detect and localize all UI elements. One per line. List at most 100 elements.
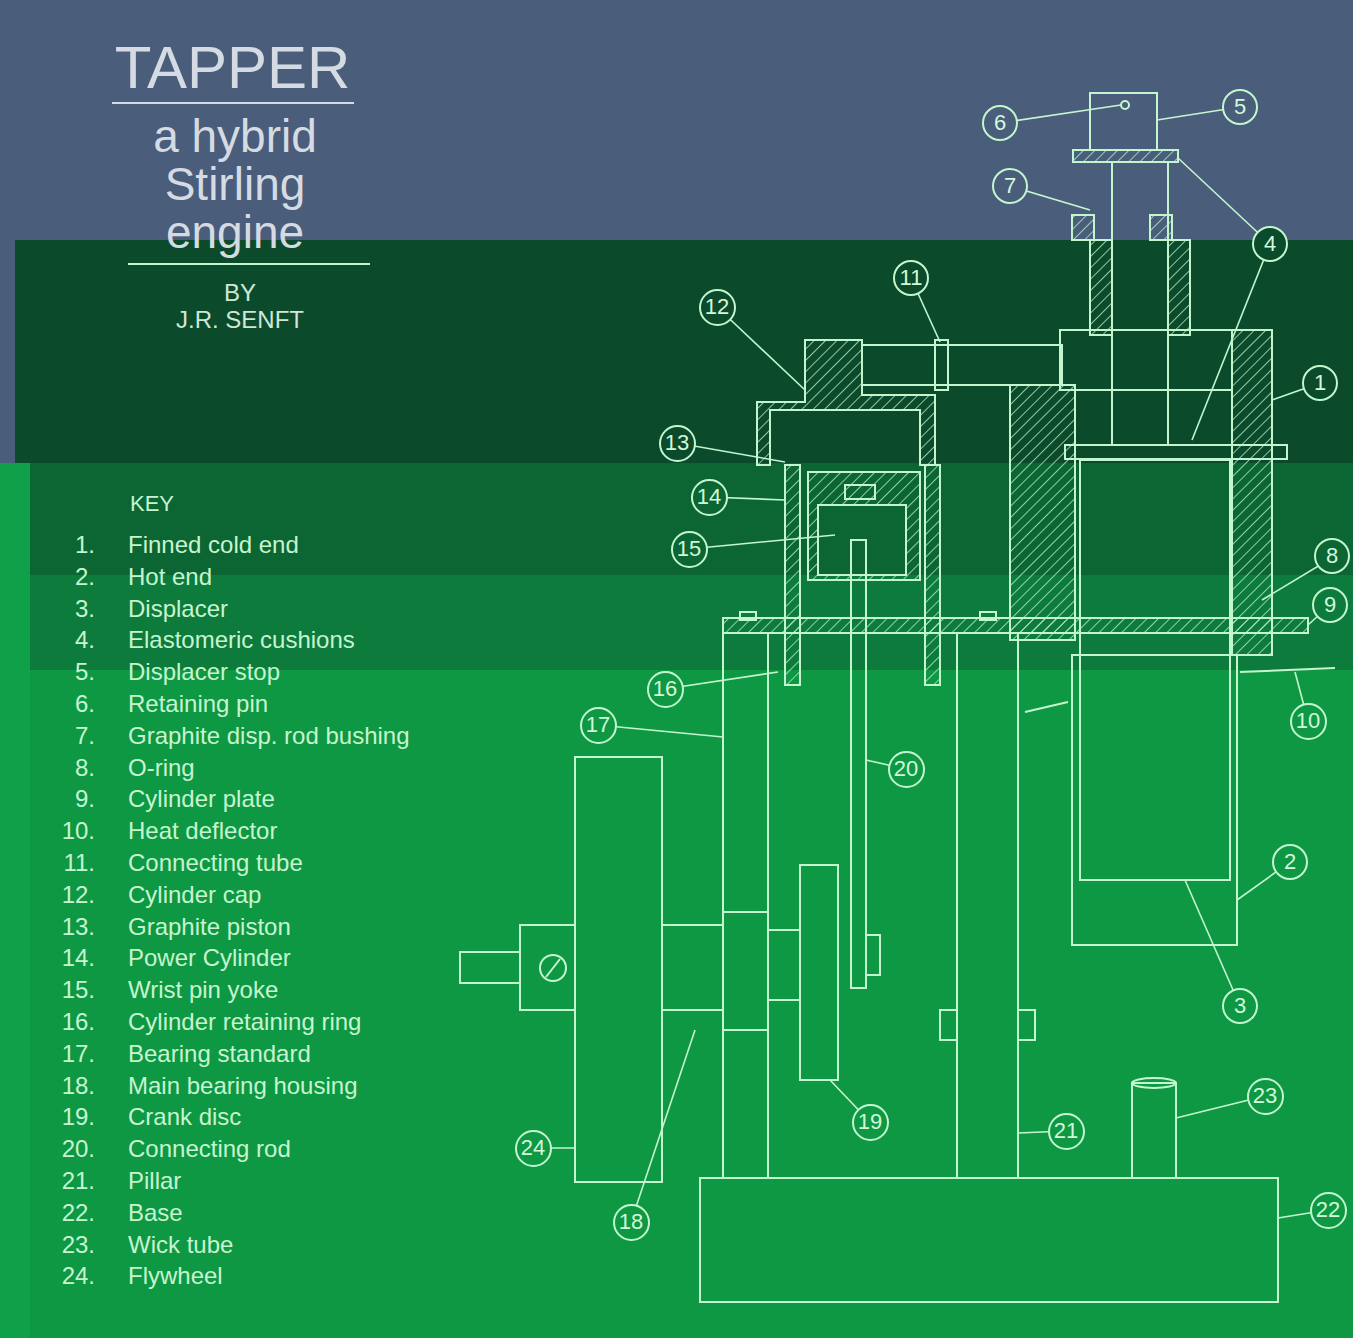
callout-number: 7 <box>1004 175 1016 197</box>
key-heading: KEY <box>130 491 250 517</box>
callout-circle: 18 <box>613 1204 650 1241</box>
key-number: 14. <box>40 944 95 972</box>
cold-end-wall <box>1232 330 1272 655</box>
key-entry: Cylinder cap <box>128 881 508 909</box>
key-entry: Wrist pin yoke <box>128 976 508 1004</box>
key-entry: Connecting rod <box>128 1135 508 1163</box>
shaft <box>460 952 520 983</box>
title-rule <box>112 102 354 104</box>
key-entry: Elastomeric cushions <box>128 626 508 654</box>
callout-number: 9 <box>1324 594 1336 616</box>
key-entry: Connecting tube <box>128 849 508 877</box>
callout-number: 4 <box>1264 233 1276 255</box>
key-entry: Crank disc <box>128 1103 508 1131</box>
key-entry: Graphite piston <box>128 913 508 941</box>
callout-circle: 14 <box>691 479 728 516</box>
flywheel-nut <box>520 925 575 1010</box>
main-bearing-housing <box>723 912 768 1030</box>
base <box>700 1178 1278 1302</box>
key-number: 15. <box>40 976 95 1004</box>
byline: BY <box>180 279 300 307</box>
key-entry: Main bearing housing <box>128 1072 508 1100</box>
callout-circle: 19 <box>852 1104 889 1141</box>
callout-number: 16 <box>653 678 677 700</box>
callout-circle: 17 <box>580 707 617 744</box>
connecting-tube <box>862 345 1062 385</box>
leader-line <box>631 1030 695 1222</box>
key-number: 1. <box>40 531 95 559</box>
key-entry: O-ring <box>128 754 508 782</box>
displacer-stop <box>1090 93 1157 150</box>
key-number: 9. <box>40 785 95 813</box>
callout-circle: 9 <box>1312 587 1348 623</box>
callout-circle: 3 <box>1222 988 1258 1024</box>
key-entry: Flywheel <box>128 1262 508 1290</box>
callout-circle: 22 <box>1310 1192 1347 1229</box>
title: TAPPER <box>95 36 370 100</box>
callout-circle: 16 <box>647 671 684 708</box>
key-entry: Cylinder retaining ring <box>128 1008 508 1036</box>
callout-number: 18 <box>619 1211 643 1233</box>
key-number: 12. <box>40 881 95 909</box>
key-number: 16. <box>40 1008 95 1036</box>
connecting-rod <box>851 540 866 988</box>
key-number: 24. <box>40 1262 95 1290</box>
leader-line <box>689 535 835 549</box>
piston-screw <box>845 485 875 499</box>
flywheel <box>575 757 662 1182</box>
dark-green-band <box>15 240 1353 463</box>
wick-tube <box>1132 1083 1176 1178</box>
cushion <box>1073 150 1178 162</box>
key-number: 13. <box>40 913 95 941</box>
leader-line <box>598 725 723 737</box>
crank-hub <box>768 930 800 1000</box>
green-band <box>0 463 1353 1338</box>
subtitle: a hybrid Stirling engine <box>90 112 380 256</box>
callout-number: 5 <box>1234 96 1246 118</box>
callout-circle: 13 <box>659 425 696 462</box>
key-entry: Graphite disp. rod bushing <box>128 722 508 750</box>
callout-circle: 4 <box>1252 226 1288 262</box>
callout-number: 23 <box>1253 1085 1277 1107</box>
piston <box>808 472 920 580</box>
callout-number: 10 <box>1296 710 1320 732</box>
bolt-head <box>740 612 756 620</box>
green-band <box>30 670 1353 1338</box>
key-number: 4. <box>40 626 95 654</box>
leader-line <box>1000 105 1121 123</box>
key-entry: Base <box>128 1199 508 1227</box>
key-entry: Retaining pin <box>128 690 508 718</box>
key-entry: Finned cold end <box>128 531 508 559</box>
power-cylinder-wall <box>925 465 940 685</box>
leader-line <box>1192 244 1270 440</box>
key-number: 7. <box>40 722 95 750</box>
wick-top <box>1132 1078 1176 1088</box>
callout-circle: 1 <box>1302 365 1338 401</box>
set-screw-slot <box>546 959 560 977</box>
key-entry: Hot end <box>128 563 508 591</box>
callout-circle: 10 <box>1290 703 1327 740</box>
slate-band <box>0 240 1353 463</box>
crank-pin <box>866 935 880 975</box>
callout-number: 11 <box>900 267 923 289</box>
key-entry: Power Cylinder <box>128 944 508 972</box>
key-number: 19. <box>40 1103 95 1131</box>
key-number: 18. <box>40 1072 95 1100</box>
callout-number: 13 <box>665 432 689 454</box>
displacer <box>1080 460 1230 880</box>
callout-number: 1 <box>1314 372 1326 394</box>
key-entry: Displacer <box>128 595 508 623</box>
callout-number: 17 <box>586 714 610 736</box>
key-number: 6. <box>40 690 95 718</box>
key-number: 22. <box>40 1199 95 1227</box>
heat-deflector <box>1025 702 1068 712</box>
callout-number: 3 <box>1234 995 1246 1017</box>
callout-circle: 12 <box>699 289 736 326</box>
key-number: 21. <box>40 1167 95 1195</box>
cylinder-cap <box>757 340 935 465</box>
flywheel-hub <box>662 925 723 1010</box>
callout-circle: 8 <box>1314 538 1350 574</box>
bushing-housing <box>1090 240 1112 335</box>
callout-number: 12 <box>705 296 729 318</box>
